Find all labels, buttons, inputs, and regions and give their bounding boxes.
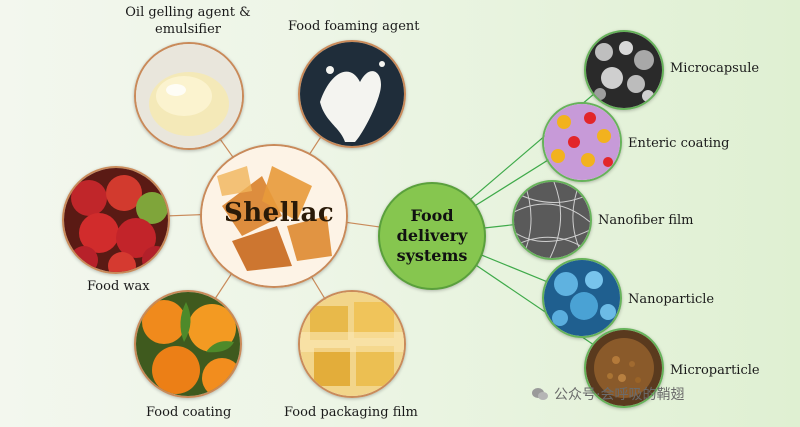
microparticle-label: Microparticle [670,363,760,378]
oranges-icon [136,292,240,396]
coating-label: Food coating [146,405,232,420]
packaging-film-icon [300,292,404,396]
nanoparticle-icon [544,260,620,336]
microcapsule-icon [586,32,662,108]
gel-label-line2: emulsifier [155,22,221,37]
watermark-text: 公众号·会呼吸的鞘翅 [554,387,685,403]
gel-node [134,42,244,150]
milk-splash-icon [300,42,404,146]
shellac-flakes-icon [202,146,346,286]
hub-line3: systems [396,246,468,265]
enteric-node [542,102,622,182]
packaging-label: Food packaging film [284,405,418,420]
gel-label: Oil gelling agent & emulsifier [120,4,256,38]
shellac-node [200,144,348,288]
wechat-icon [532,388,548,400]
watermark: 公众号·会呼吸的鞘翅 [532,384,684,404]
wax-label: Food wax [87,279,150,294]
nanoparticle-label: Nanoparticle [628,292,715,307]
nanofiber-icon [514,182,590,258]
foam-label: Food foaming agent [288,19,420,34]
nanofiber-node [512,180,592,260]
foam-node [298,40,406,148]
center-title: Shellac [224,198,335,228]
hub-line2: delivery [396,226,468,245]
packaging-node [298,290,406,398]
microcapsule-node [584,30,664,110]
coating-node [134,290,242,398]
wax-node [62,166,170,274]
gel-jar-icon [136,44,242,148]
nanoparticle-node [542,258,622,338]
delivery-hub: Food delivery systems [378,182,486,290]
enteric-label: Enteric coating [628,136,730,151]
gel-label-line1: Oil gelling agent & [125,5,251,20]
enteric-coating-icon [544,104,620,180]
microcapsule-label: Microcapsule [670,61,760,76]
nanofiber-label: Nanofiber film [598,213,694,228]
microparticle-icon [586,330,662,406]
microparticle-node [584,328,664,408]
hub-line1: Food [410,206,454,225]
apples-icon [64,168,168,272]
